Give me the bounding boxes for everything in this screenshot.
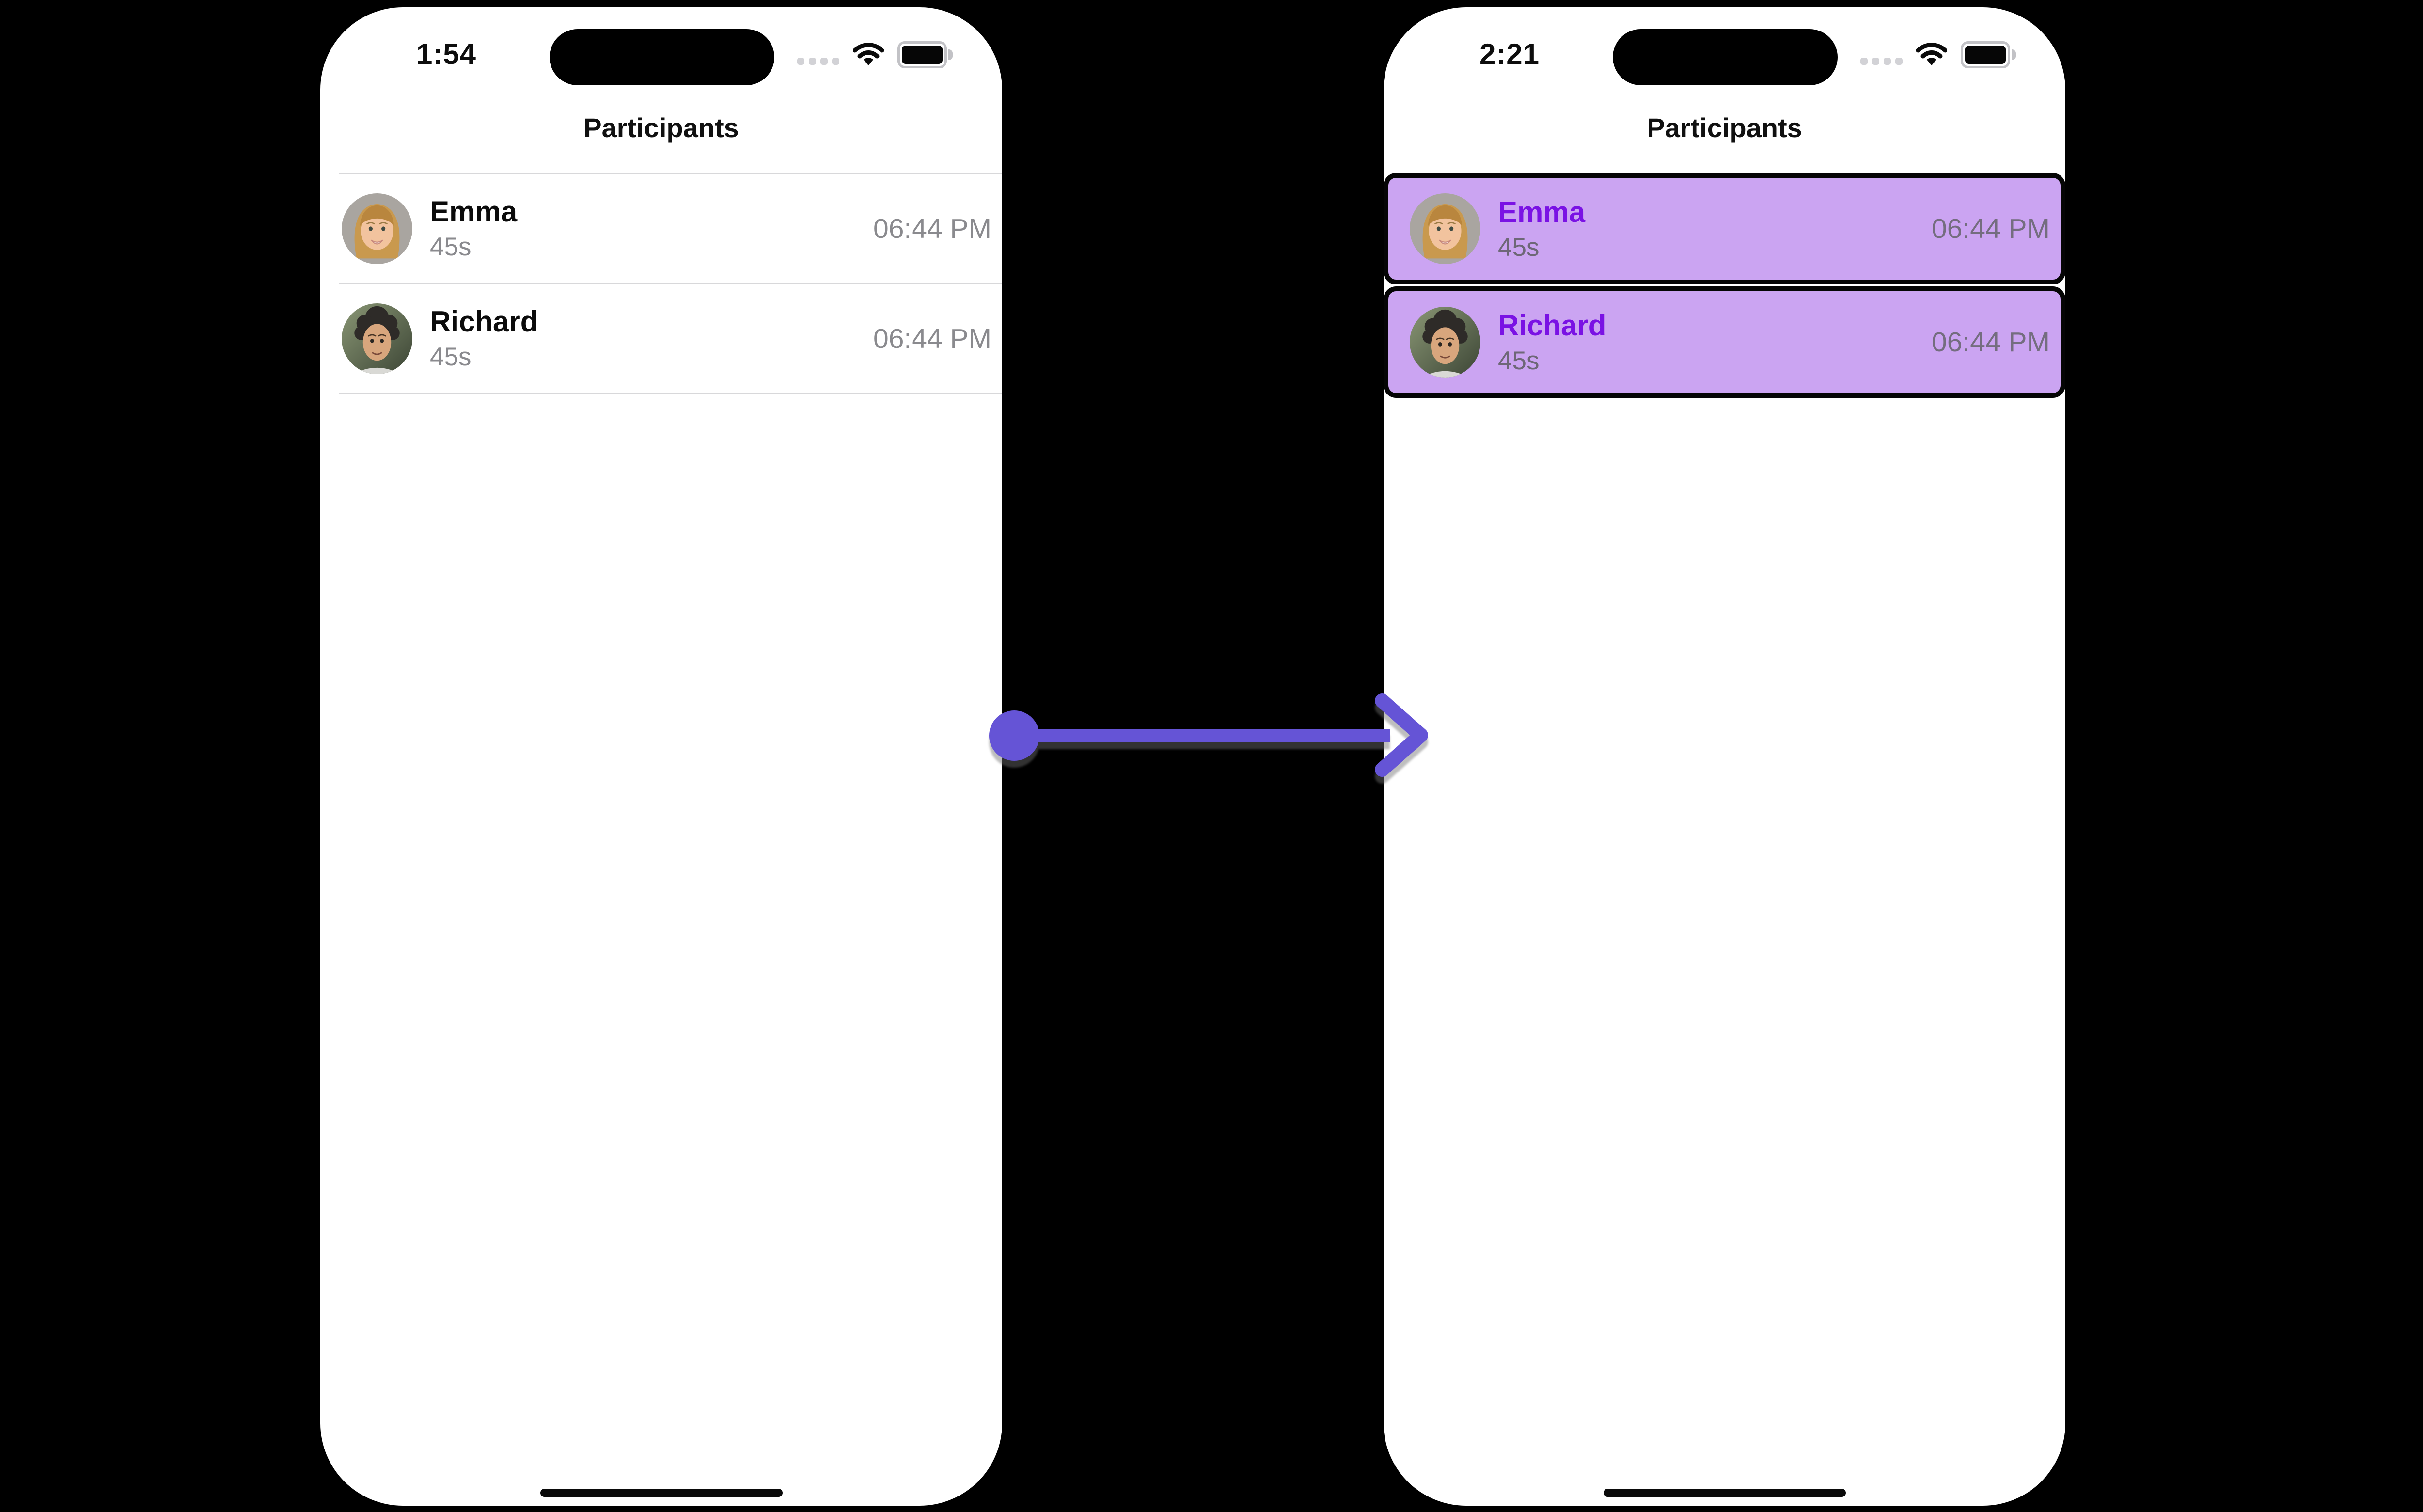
- participant-info: Richard 45s: [430, 307, 538, 370]
- participants-list: Emma 45s 06:44 PM: [320, 173, 1002, 394]
- cellular-dot: [1872, 57, 1879, 65]
- page-title: Participants: [1647, 112, 1802, 143]
- cellular-dots-icon: [1860, 57, 1903, 65]
- participant-duration: 45s: [430, 233, 472, 261]
- participant-info: Richard 45s: [1498, 311, 1606, 374]
- phone-screen-before: 1:54 Participants: [320, 7, 1002, 1506]
- divider: [339, 393, 1002, 394]
- status-bar-icons: [797, 37, 954, 72]
- dynamic-island: [550, 29, 774, 85]
- cellular-dot: [1860, 57, 1868, 65]
- battery-fill: [1965, 46, 2006, 64]
- divider: [339, 173, 1002, 174]
- cellular-dot: [1895, 57, 1903, 65]
- participant-name: Richard: [430, 305, 538, 338]
- battery-icon: [1961, 41, 2016, 68]
- avatar-emma: [1410, 193, 1480, 264]
- participant-time: 06:44 PM: [873, 213, 991, 244]
- status-bar-time: 1:54: [416, 38, 477, 70]
- battery-fill: [902, 46, 943, 64]
- battery-icon: [897, 41, 953, 68]
- dynamic-island: [1613, 29, 1838, 85]
- participant-time: 06:44 PM: [1932, 213, 2050, 244]
- participant-name: Emma: [1498, 195, 1586, 228]
- avatar-richard: [342, 303, 412, 374]
- battery-nub: [2012, 49, 2016, 60]
- avatar-richard: [1410, 307, 1480, 378]
- participant-duration: 45s: [1498, 346, 1540, 375]
- home-indicator[interactable]: [540, 1489, 783, 1497]
- cellular-dot: [820, 57, 828, 65]
- page-title: Participants: [583, 112, 739, 143]
- list-item-richard-selected[interactable]: Richard 45s 06:44 PM: [1384, 286, 2065, 398]
- list-item-emma[interactable]: Emma 45s 06:44 PM: [320, 174, 1002, 283]
- cellular-dot: [1884, 57, 1891, 65]
- participant-duration: 45s: [1498, 233, 1540, 262]
- divider: [339, 283, 1002, 284]
- home-indicator[interactable]: [1603, 1489, 1846, 1497]
- participants-list-highlighted: Emma 45s 06:44 PM: [1384, 173, 2065, 398]
- participant-time: 06:44 PM: [1932, 327, 2050, 358]
- cellular-dot: [832, 57, 839, 65]
- cellular-dots-icon: [797, 57, 839, 65]
- participant-name: Richard: [1498, 309, 1606, 342]
- participant-info: Emma 45s: [430, 197, 517, 260]
- participant-info: Emma 45s: [1498, 195, 1586, 262]
- status-bar-time: 2:21: [1479, 38, 1540, 70]
- status-bar-icons: [1860, 37, 2017, 72]
- participant-time: 06:44 PM: [873, 323, 991, 354]
- phone-screen-after: 2:21 Participants: [1384, 7, 2065, 1506]
- battery-nub: [948, 49, 953, 60]
- participant-name: Emma: [430, 195, 518, 228]
- cellular-dot: [809, 57, 816, 65]
- list-item-emma-selected[interactable]: Emma 45s 06:44 PM: [1384, 173, 2065, 284]
- list-item-richard[interactable]: Richard 45s 06:44 PM: [320, 284, 1002, 393]
- wifi-icon: [1916, 43, 1947, 65]
- participant-duration: 45s: [430, 343, 472, 371]
- wifi-icon: [853, 43, 884, 65]
- avatar-emma: [342, 193, 412, 264]
- cellular-dot: [797, 57, 804, 65]
